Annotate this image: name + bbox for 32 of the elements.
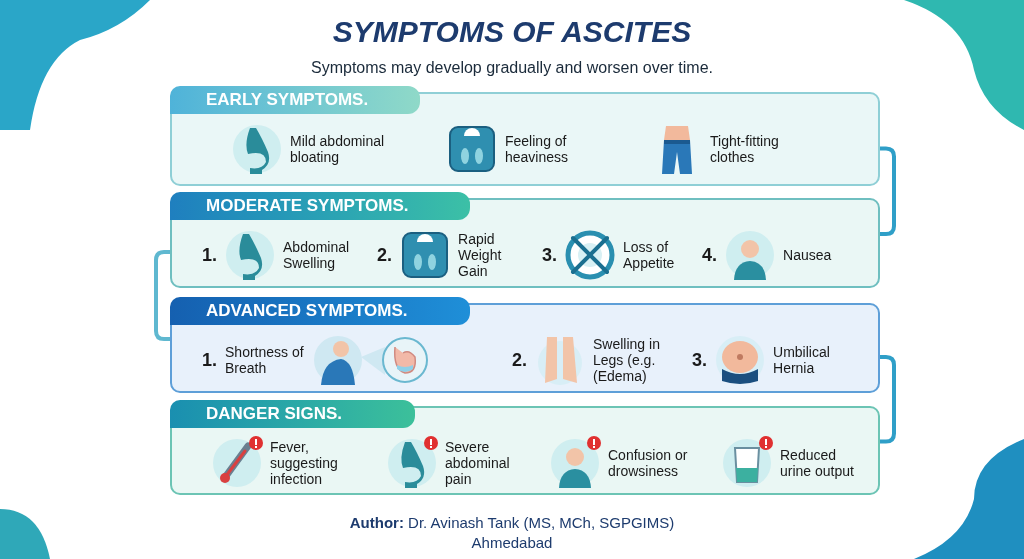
symptom-text: Fever, suggesting infection xyxy=(270,439,339,487)
section-heading: MODERATE SYMPTOMS. xyxy=(170,192,470,220)
item-number: 4. xyxy=(702,243,717,267)
item-number: 1. xyxy=(202,348,217,372)
section-heading: ADVANCED SYMPTOMS. xyxy=(170,297,470,325)
item-number: 2. xyxy=(377,243,392,267)
connector xyxy=(880,146,896,236)
symptom-text: Reduced urine output xyxy=(780,447,855,479)
subtitle: Symptoms may develop gradually and worsen over time. xyxy=(311,58,713,78)
author-line: Author: Dr. Avinash Tank (MS, MCh, SGPGIMS) xyxy=(349,513,675,533)
item-number: 1. xyxy=(202,243,217,267)
item-number: 3. xyxy=(692,348,707,372)
symptom-text: Feeling of heaviness xyxy=(505,133,570,165)
symptom-text: Nausea xyxy=(783,247,833,263)
symptom-text: Loss of Appetite xyxy=(623,239,676,271)
location-text: Ahmedabad xyxy=(471,533,553,553)
symptom-text: Abdominal Swelling xyxy=(283,239,351,271)
item-number: 2. xyxy=(512,348,527,372)
symptom-text: Shortness of Breath xyxy=(225,344,305,376)
symptom-text: Mild abdominal bloating xyxy=(290,133,386,165)
title: SYMPTOMS OF ASCITES xyxy=(332,14,692,50)
symptom-text: Tight-fitting clothes xyxy=(710,133,780,165)
section-heading: DANGER SIGNS. xyxy=(170,400,415,428)
symptom-text: Confusion or drowsiness xyxy=(608,447,689,479)
item-number: 3. xyxy=(542,243,557,267)
connector xyxy=(880,355,896,444)
symptom-text: Rapid Weight Gain xyxy=(458,231,503,279)
symptom-text: Severe abdominal pain xyxy=(445,439,511,487)
symptom-text: Umbilical Hernia xyxy=(773,344,831,376)
symptom-text: Swelling in Legs (e.g. (Edema) xyxy=(593,336,661,384)
section-heading: EARLY SYMPTOMS. xyxy=(170,86,420,114)
connector xyxy=(154,250,170,341)
